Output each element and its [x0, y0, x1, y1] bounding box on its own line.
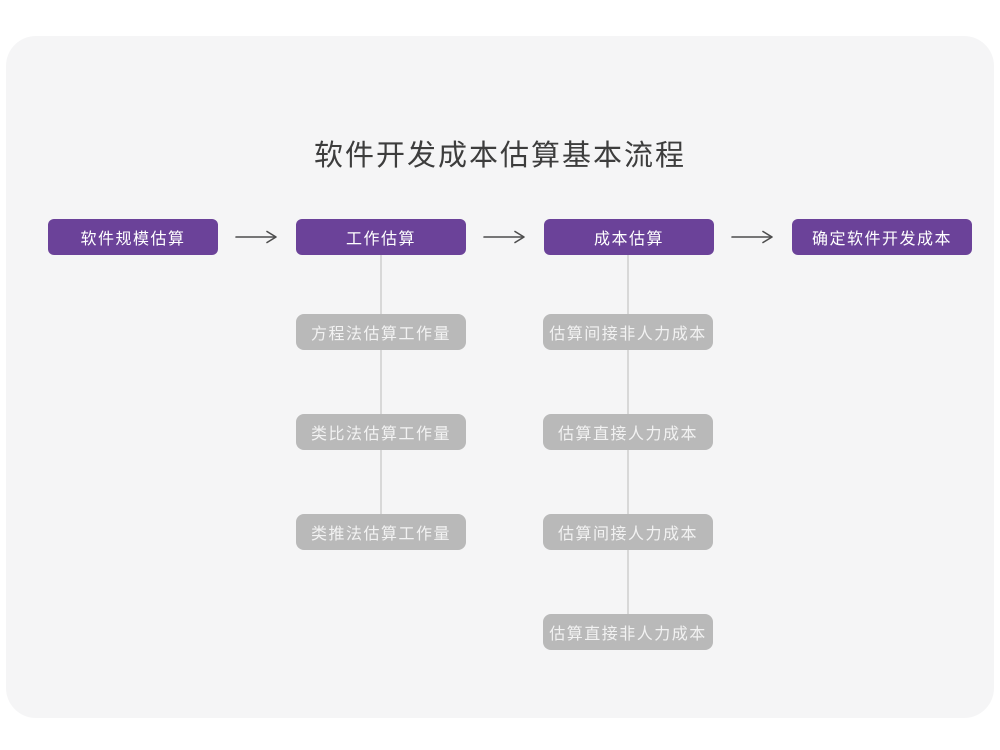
arrow-right-icon: [235, 230, 277, 244]
arrow-right-icon: [731, 230, 773, 244]
sub-step-direct-labor-cost: 估算直接人力成本: [543, 414, 713, 450]
diagram-title: 软件开发成本估算基本流程: [313, 140, 686, 172]
sub-step-indirect-labor-cost: 估算间接人力成本: [543, 514, 713, 550]
sub-step-indirect-non-labor-cost: 估算间接非人力成本: [543, 314, 713, 350]
sub-step-equation-method: 方程法估算工作量: [296, 314, 466, 350]
arrow-right-icon: [483, 230, 525, 244]
sub-step-analogy-method: 类比法估算工作量: [296, 414, 466, 450]
flow-step-software-scale-estimation: 软件规模估算: [48, 219, 218, 255]
sub-step-extrapolation-method: 类推法估算工作量: [296, 514, 466, 550]
flow-step-cost-estimation: 成本估算: [544, 219, 714, 255]
flow-step-work-estimation: 工作估算: [296, 219, 466, 255]
flow-step-determine-software-dev-cost: 确定软件开发成本: [792, 219, 972, 255]
sub-step-direct-non-labor-cost: 估算直接非人力成本: [543, 614, 713, 650]
flowchart-canvas: 软件开发成本估算基本流程 软件规模估算 工作估算 成本估算 确定软件开发成本 方…: [6, 36, 994, 718]
connector-work-estimation-branch: [380, 255, 382, 532]
